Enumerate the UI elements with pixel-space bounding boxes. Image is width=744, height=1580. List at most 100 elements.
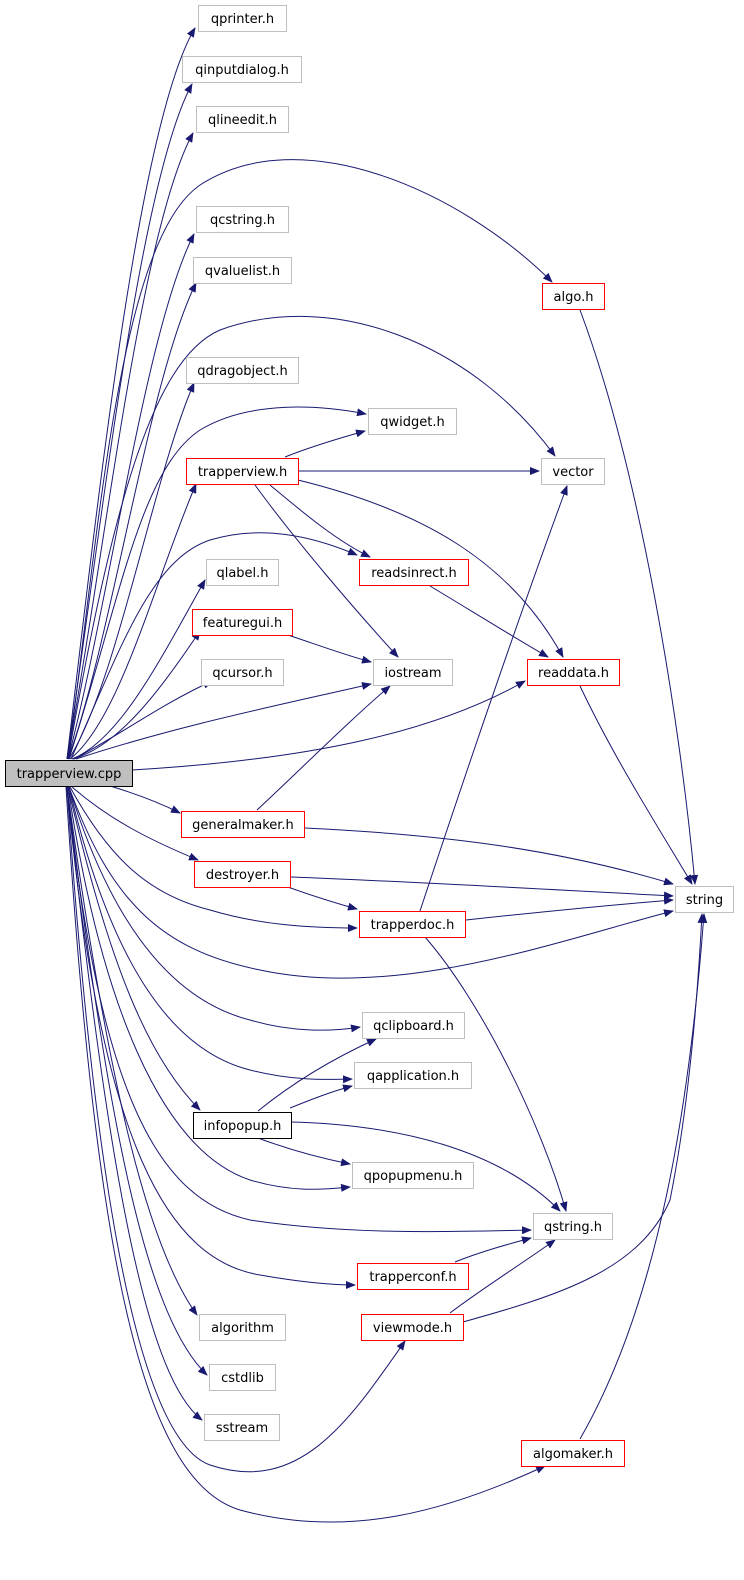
- dependency-arrow: [67, 233, 195, 760]
- node-qpopupmenu[interactable]: qpopupmenu.h: [352, 1162, 474, 1189]
- node-algomaker[interactable]: algomaker.h: [521, 1440, 625, 1467]
- node-label: qdragobject.h: [197, 364, 288, 379]
- edge-trapperview-cpp-to-qwidget: [68, 406, 367, 760]
- edge-trapperview-cpp-to-trapperview-h: [69, 483, 197, 760]
- node-box: [5, 760, 133, 787]
- node-box: [186, 458, 299, 485]
- node-qstring[interactable]: qstring.h: [533, 1213, 613, 1240]
- node-iostream[interactable]: iostream: [373, 659, 453, 686]
- dependency-arrow: [579, 685, 693, 885]
- node-algo[interactable]: algo.h: [542, 283, 605, 310]
- dependency-arrow: [579, 309, 699, 885]
- dependency-arrow: [69, 786, 358, 932]
- dependency-arrow: [465, 896, 674, 921]
- node-box: [521, 1440, 625, 1467]
- node-box: [201, 659, 284, 686]
- edge-infopopup-to-qstring: [291, 1121, 561, 1212]
- edge-trapperview-cpp-to-qcstring: [67, 233, 195, 760]
- node-box: [533, 1213, 613, 1240]
- node-trapperview-cpp[interactable]: trapperview.cpp: [5, 760, 133, 787]
- edge-destroyer-to-trapperdoc: [284, 885, 358, 911]
- dependency-arrow: [66, 786, 208, 1376]
- dependency-arrow: [67, 786, 351, 1192]
- node-trapperview-h[interactable]: trapperview.h: [186, 458, 299, 485]
- node-trapperdoc[interactable]: trapperdoc.h: [359, 911, 466, 938]
- dependency-arrow: [66, 786, 203, 1421]
- edge-destroyer-to-string: [290, 876, 674, 900]
- node-trapperconf[interactable]: trapperconf.h: [357, 1263, 469, 1290]
- dependency-arrow: [67, 282, 197, 760]
- edge-viewmode-to-qstring: [449, 1239, 556, 1314]
- node-qwidget[interactable]: qwidget.h: [368, 408, 457, 435]
- edge-infopopup-to-qapplication: [289, 1084, 353, 1109]
- edge-trapperview-cpp-to-viewmode: [66, 786, 406, 1473]
- node-box: [354, 1062, 472, 1089]
- node-qdragobject[interactable]: qdragobject.h: [186, 357, 299, 384]
- node-infopopup[interactable]: infopopup.h: [193, 1112, 292, 1139]
- dependency-arrow: [257, 1137, 351, 1167]
- node-sstream[interactable]: sstream: [204, 1414, 280, 1441]
- node-label: qstring.h: [544, 1220, 602, 1235]
- node-label: qapplication.h: [367, 1069, 459, 1084]
- node-qcursor[interactable]: qcursor.h: [201, 659, 284, 686]
- edge-trapperview-cpp-to-qlineedit: [66, 132, 194, 760]
- node-qvaluelist[interactable]: qvaluelist.h: [193, 257, 292, 284]
- edge-trapperview-cpp-to-destroyer: [71, 786, 199, 861]
- edge-trapperview-cpp-to-qdragobject: [68, 382, 195, 760]
- dependency-arrow: [291, 1121, 561, 1212]
- node-qprinter[interactable]: qprinter.h: [198, 5, 287, 32]
- node-featuregui[interactable]: featuregui.h: [192, 609, 293, 636]
- node-algorithm[interactable]: algorithm: [199, 1314, 286, 1341]
- node-qclipboard[interactable]: qclipboard.h: [362, 1012, 465, 1039]
- dependency-arrow: [73, 680, 213, 760]
- node-box: [192, 609, 293, 636]
- edge-trapperview-cpp-to-qcursor: [73, 680, 213, 760]
- node-label: qwidget.h: [380, 415, 444, 430]
- node-viewmode[interactable]: viewmode.h: [361, 1314, 464, 1341]
- node-box: [359, 559, 469, 586]
- node-label: readsinrect.h: [371, 566, 457, 581]
- node-qinputdialog[interactable]: qinputdialog.h: [182, 56, 302, 83]
- node-box: [362, 1012, 465, 1039]
- edge-trapperview-cpp-to-qpopupmenu: [67, 786, 351, 1192]
- node-box: [368, 408, 457, 435]
- node-box: [541, 458, 605, 485]
- edge-trapperview-h-to-readdata: [297, 479, 564, 658]
- node-string[interactable]: string: [675, 886, 734, 913]
- edge-generalmaker-to-iostream: [256, 685, 391, 811]
- node-qcstring[interactable]: qcstring.h: [196, 206, 289, 233]
- edge-infopopup-to-qclipboard: [257, 1038, 377, 1112]
- node-label: qprinter.h: [211, 12, 274, 27]
- edge-trapperview-h-to-qwidget: [284, 429, 366, 458]
- edge-infopopup-to-qpopupmenu: [257, 1137, 351, 1167]
- dependency-arrow: [287, 634, 372, 664]
- node-box: [359, 911, 466, 938]
- node-qlineedit[interactable]: qlineedit.h: [196, 106, 289, 133]
- node-readsinrect[interactable]: readsinrect.h: [359, 559, 469, 586]
- dependency-arrow: [67, 315, 556, 760]
- node-label: qcursor.h: [212, 666, 272, 681]
- node-readdata[interactable]: readdata.h: [527, 659, 620, 686]
- node-box: [193, 1112, 292, 1139]
- edge-trapperview-cpp-to-cstdlib: [66, 786, 208, 1376]
- edge-trapperdoc-to-vector: [419, 485, 568, 912]
- node-label: qvaluelist.h: [205, 264, 280, 279]
- node-qlabel[interactable]: qlabel.h: [206, 559, 279, 586]
- edge-trapperview-cpp-to-readdata: [131, 680, 526, 771]
- edge-trapperview-cpp-to-algomaker: [65, 786, 546, 1523]
- dependency-arrow: [284, 885, 358, 911]
- edge-trapperview-cpp-to-qlabel: [71, 579, 206, 760]
- node-cstdlib[interactable]: cstdlib: [209, 1364, 276, 1391]
- edge-generalmaker-to-string: [304, 827, 674, 886]
- node-generalmaker[interactable]: generalmaker.h: [181, 811, 305, 838]
- dependency-arrow: [289, 1084, 353, 1109]
- node-destroyer[interactable]: destroyer.h: [194, 861, 291, 888]
- dependency-arrow: [284, 429, 366, 458]
- dependency-arrow: [131, 680, 526, 771]
- dependency-arrow: [579, 913, 708, 1440]
- node-vector[interactable]: vector: [541, 458, 605, 485]
- node-box: [361, 1314, 464, 1341]
- dependency-arrow: [72, 630, 201, 760]
- node-qapplication[interactable]: qapplication.h: [354, 1062, 472, 1089]
